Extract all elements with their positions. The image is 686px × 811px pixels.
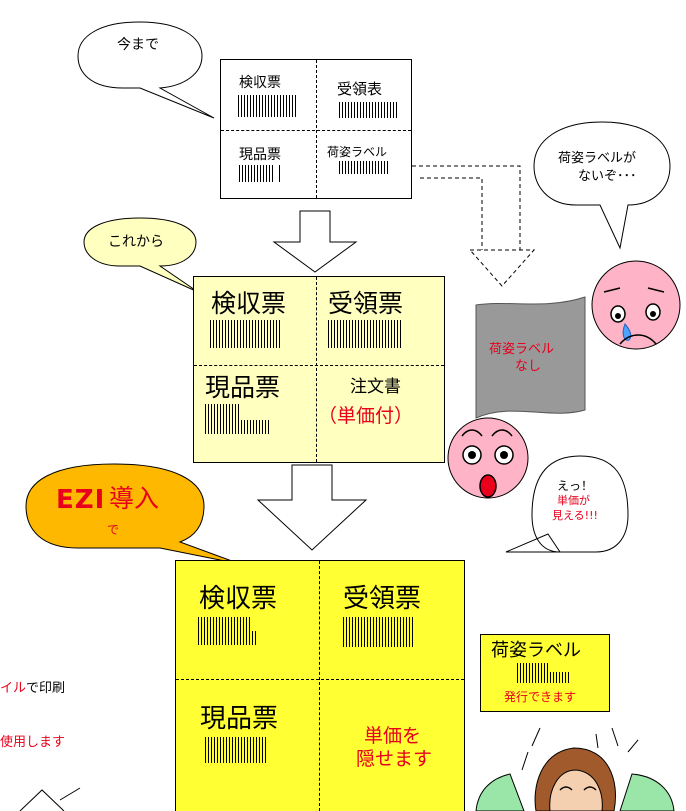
no-label-line1: 荷姿ラベル <box>489 342 555 357</box>
dashed-arrow <box>468 249 536 287</box>
ezi-de: で <box>107 523 120 537</box>
ezi-hide-line2: 隠せます <box>356 748 433 770</box>
ezi-bubble <box>25 463 241 565</box>
crying-face <box>591 260 681 350</box>
current-form: 検収票 受領表 現品票 荷姿ラベル <box>220 59 412 199</box>
etsu-bubble <box>505 455 629 553</box>
future-juryou-barcode <box>328 320 403 348</box>
left-note-2: 使用します <box>0 735 66 750</box>
current-genpin-label: 現品票 <box>239 147 281 163</box>
no-label-document <box>475 296 586 419</box>
surprised-face <box>447 417 529 499</box>
future-form: 検収票 受領票 現品票 注文書 （単価付） <box>193 276 445 463</box>
label-card: 荷姿ラベル 発行できます <box>480 634 610 712</box>
ezi-word: 導入 <box>109 484 160 513</box>
etsu-line1: えっ！ <box>557 479 594 493</box>
niugata-bubble <box>533 121 671 250</box>
happy-character <box>475 727 675 811</box>
down-arrow-2 <box>256 464 368 551</box>
ezi-genpin-barcode <box>205 737 268 763</box>
ezi-juryou-barcode <box>343 617 415 647</box>
future-juryou-label: 受領票 <box>328 289 404 318</box>
future-genpin-label: 現品票 <box>205 373 281 402</box>
ezi-kenshu-barcode <box>198 617 258 645</box>
etsu-line2: 単価が <box>557 494 590 507</box>
imamade-label: 今まで <box>117 37 159 53</box>
current-juryou-barcode <box>339 102 399 118</box>
future-chumon-label: 注文書 <box>350 377 401 397</box>
left-note-1: イルで印刷 <box>0 682 65 695</box>
label-card-title: 荷姿ラベル <box>491 640 581 661</box>
ezi-brand: EZI <box>56 485 106 515</box>
ezi-form: 検収票 受領票 現品票 単価を 隠せます <box>175 560 465 811</box>
current-kenshu-barcode <box>238 95 298 117</box>
current-niugata-barcode <box>339 161 390 174</box>
ezi-genpin-label: 現品票 <box>200 704 279 734</box>
etsu-line3: 見える!!! <box>552 509 598 522</box>
future-tanka-label: （単価付） <box>318 405 414 427</box>
korekara-label: これから <box>108 234 164 250</box>
future-kenshu-label: 検収票 <box>211 289 287 318</box>
ezi-kenshu-label: 検収票 <box>199 584 278 614</box>
no-label-line2: なし <box>515 359 542 374</box>
niugata-bubble-line1: 荷姿ラベルが <box>558 151 637 166</box>
future-kenshu-barcode <box>210 320 282 348</box>
left-note-1-black: で印刷 <box>26 681 66 696</box>
label-card-sub: 発行できます <box>504 690 577 704</box>
dashed-connector <box>412 165 521 250</box>
ezi-hide-line1: 単価を <box>364 725 422 747</box>
current-kenshu-label: 検収票 <box>239 75 281 91</box>
korekara-bubble <box>83 217 199 293</box>
partial-arrow-bottom-left <box>19 787 81 811</box>
label-card-barcode <box>517 663 571 683</box>
imamade-bubble <box>77 21 215 119</box>
left-note-1-red: イル <box>0 681 27 696</box>
ezi-juryou-label: 受領票 <box>343 584 422 614</box>
current-niugata-label: 荷姿ラベル <box>327 145 388 159</box>
future-genpin-barcode <box>205 404 271 434</box>
current-genpin-barcode <box>239 165 282 182</box>
down-arrow-1 <box>272 210 358 273</box>
niugata-bubble-line2: ないぞ･･･ <box>578 169 637 184</box>
current-juryou-label: 受領表 <box>337 80 383 98</box>
